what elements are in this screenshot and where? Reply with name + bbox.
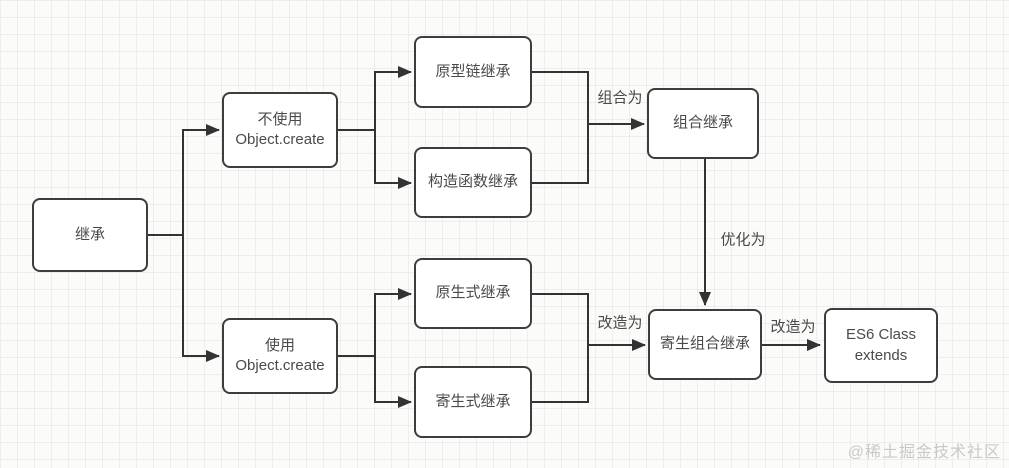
edge-label-combine-as: 组合为 xyxy=(597,89,643,107)
edge-label-transform-as-right: 改造为 xyxy=(770,318,816,336)
node-constructor-inheritance: 构造函数继承 xyxy=(414,147,532,218)
node-without-object-create: 不使用 Object.create xyxy=(222,92,338,168)
edge-merge-native-style xyxy=(532,293,589,346)
edge-to-with-object-create xyxy=(182,234,220,362)
edge-label-optimize-as: 优化为 xyxy=(720,231,766,249)
edge-to-native-style xyxy=(374,288,412,357)
node-parasitic-combination-inheritance: 寄生组合继承 xyxy=(648,309,762,380)
node-parasitic-inheritance: 寄生式继承 xyxy=(414,366,532,438)
edge-label-transform-as-left: 改造为 xyxy=(597,314,643,332)
edge-merge-prototype-chain xyxy=(532,71,589,125)
edge-to-constructor xyxy=(374,129,412,189)
edge-merge-parasitic xyxy=(532,344,589,403)
watermark: @稀土掘金技术社区 xyxy=(847,444,1001,461)
node-with-object-create: 使用 Object.create xyxy=(222,318,338,394)
edge-to-prototype-chain xyxy=(374,66,412,131)
node-combination-inheritance: 组合继承 xyxy=(647,88,759,159)
node-prototype-chain-inheritance: 原型链继承 xyxy=(414,36,532,108)
node-es6-class-extends: ES6 Class extends xyxy=(824,308,938,383)
edge-to-without-object-create xyxy=(182,124,220,236)
edge-to-parasitic xyxy=(374,355,412,408)
edge-merge-constructor xyxy=(532,123,589,184)
node-native-style-inheritance: 原生式继承 xyxy=(414,258,532,329)
node-inheritance: 继承 xyxy=(32,198,148,272)
